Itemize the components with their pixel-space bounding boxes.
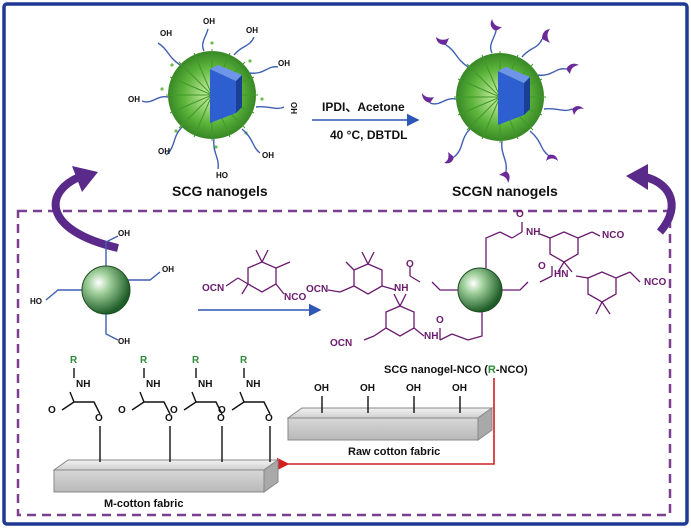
nco-label: NCO: [644, 277, 667, 288]
oh-label: OH: [278, 59, 290, 68]
ipdi-structure: [225, 249, 291, 295]
sphere-icon: [457, 267, 503, 313]
oh-label: OH: [118, 229, 130, 238]
product-label: SCG nanogel-NCO (R-NCO): [384, 364, 528, 376]
product-label-prefix: SCG nanogel-NCO (: [384, 364, 488, 376]
scg-nanogels-label: SCG nanogels: [172, 183, 268, 199]
purple-curved-arrow-icon: [626, 164, 676, 235]
oh-label: OH: [203, 17, 215, 26]
fabric-slab-icon: [286, 396, 494, 441]
oh-label: OH: [160, 29, 172, 38]
ho-label: HO: [30, 297, 42, 306]
reaction-conditions-line2: 40 °C, DBTDL: [330, 128, 408, 142]
sphere-icon: [45, 235, 161, 341]
scgn-nanogels-label: SCGN nanogels: [452, 183, 558, 199]
o-label: O: [436, 315, 444, 326]
reaction-conditions-line1: IPDI、Acetone: [322, 100, 405, 114]
product-label-suffix: -NCO): [495, 364, 528, 376]
oh-label: OH: [118, 337, 130, 346]
nh-label: NH: [394, 283, 409, 294]
ocn-label: OCN: [306, 284, 329, 295]
nh-label: NH: [246, 379, 261, 390]
nh-label: HN: [554, 269, 569, 280]
nco-label: NCO: [602, 230, 625, 241]
o-label: O: [217, 413, 225, 424]
ocn-label: OCN: [330, 338, 353, 349]
m-cotton-fabric-label: M-cotton fabric: [104, 498, 184, 510]
raw-cotton-fabric-label: Raw cotton fabric: [348, 446, 441, 458]
fabric-slab-icon: [52, 459, 280, 493]
nh-label: NH: [198, 379, 213, 390]
raw-oh-label: OH: [360, 383, 375, 394]
o-label: O: [170, 405, 178, 416]
purple-curved-arrow-icon: [51, 166, 119, 252]
o-label: O: [118, 405, 126, 416]
r-label: R: [70, 355, 78, 366]
scg-nanogel-icon: [141, 28, 285, 170]
o-label: O: [265, 413, 273, 424]
red-arrow-icon: [276, 378, 495, 471]
nh-label: NH: [76, 379, 91, 390]
nco-label: NCO: [284, 292, 307, 303]
o-label: O: [165, 413, 173, 424]
raw-oh-label: OH: [452, 383, 467, 394]
r-label: R: [192, 355, 200, 366]
oh-label: OH: [128, 95, 140, 104]
scgn-nanogel-icon: [422, 19, 584, 183]
nh-label: NH: [146, 379, 161, 390]
oh-label: OH: [246, 26, 258, 35]
oh-label: OH: [162, 265, 174, 274]
o-label: O: [218, 405, 226, 416]
o-label: O: [538, 261, 546, 272]
r-label: R: [140, 355, 148, 366]
nco-label: OCN: [202, 283, 225, 294]
carbamate-linkers: [61, 368, 271, 462]
o-label: O: [95, 413, 103, 424]
nh-label: NH: [526, 227, 541, 238]
product-structure: [327, 222, 641, 341]
raw-oh-label: OH: [406, 383, 421, 394]
r-label: R: [240, 355, 248, 366]
raw-oh-label: OH: [314, 383, 329, 394]
o-label: O: [516, 209, 524, 220]
oh-label: OH: [158, 147, 170, 156]
product-label-r: R: [487, 364, 496, 376]
dashed-frame: [16, 209, 672, 517]
oh-label: OH: [289, 102, 298, 114]
nh-label: NH: [424, 331, 439, 342]
ho-label: HO: [216, 171, 228, 180]
o-label: O: [48, 405, 56, 416]
o-label: O: [406, 259, 414, 270]
oh-label: OH: [262, 151, 274, 160]
